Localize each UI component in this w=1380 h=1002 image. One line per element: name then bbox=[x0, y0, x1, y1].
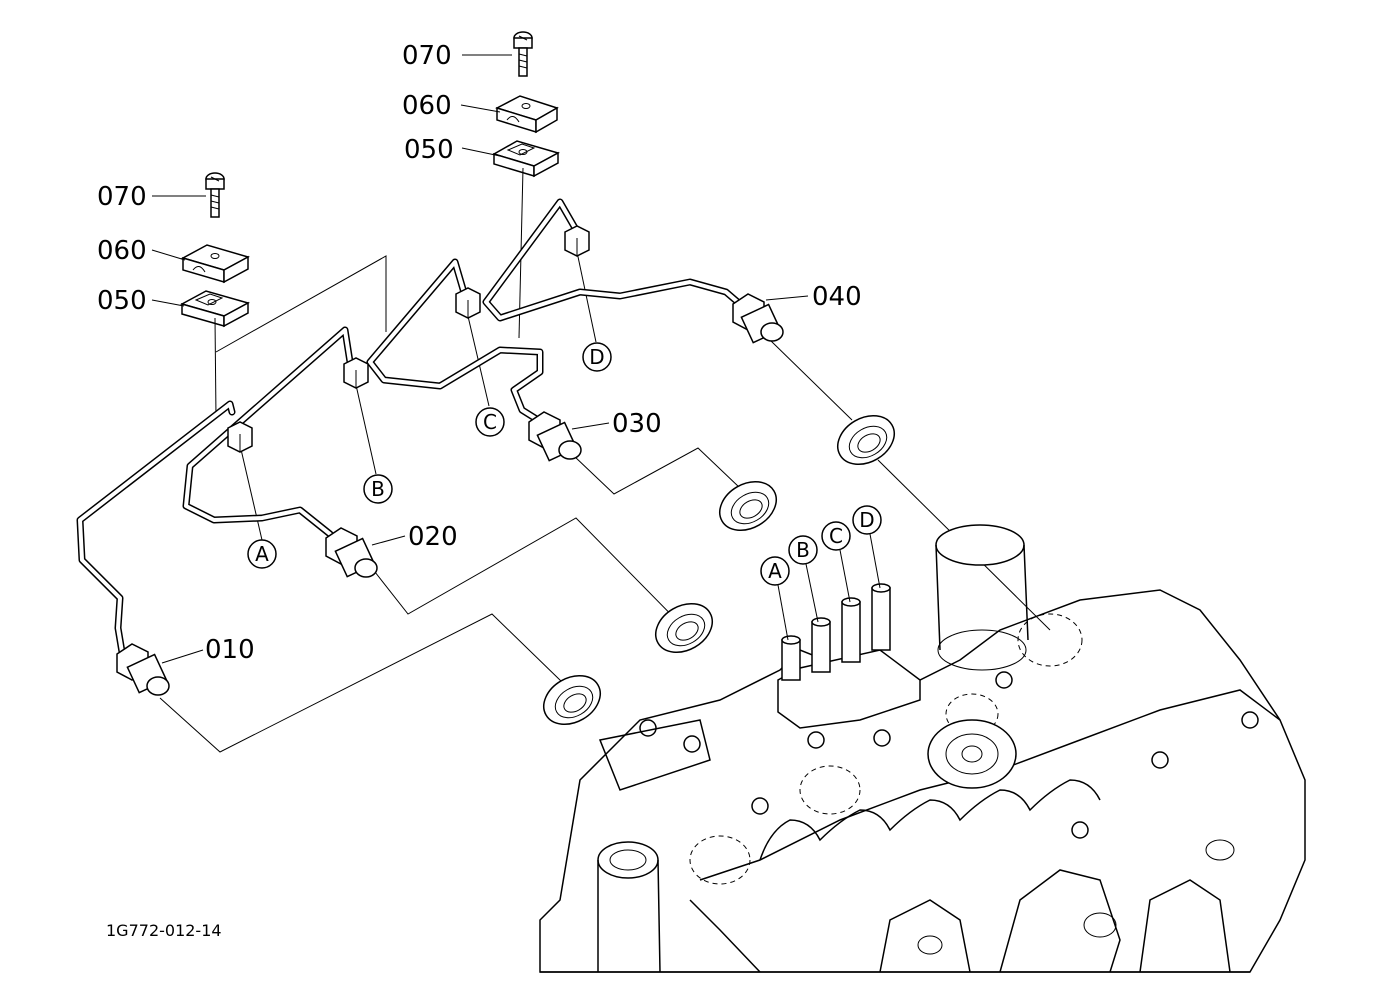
fitting-040 bbox=[732, 293, 784, 344]
label-060-upper: 060 bbox=[402, 91, 452, 121]
nut-a bbox=[227, 421, 253, 453]
washer-2 bbox=[655, 603, 713, 653]
washer-4 bbox=[837, 415, 895, 465]
fitting-010 bbox=[116, 643, 170, 696]
washer-1 bbox=[543, 675, 601, 725]
callout-b-pipe: B bbox=[371, 477, 385, 501]
fitting-030 bbox=[528, 411, 582, 462]
left-clamp-assembly bbox=[180, 172, 250, 419]
label-020: 020 bbox=[408, 522, 458, 552]
clamp-top-060-left bbox=[181, 244, 250, 284]
callout-d-pipe: D bbox=[589, 345, 604, 369]
drawing-code: 1G772-012-14 bbox=[106, 921, 222, 940]
pump-plungers bbox=[781, 583, 891, 681]
clamp-bottom-050-upper bbox=[492, 140, 560, 178]
washer-3 bbox=[719, 481, 777, 531]
label-030: 030 bbox=[612, 409, 662, 439]
screw-070-upper bbox=[513, 31, 533, 77]
letter-callouts: A B C D A B C D bbox=[247, 342, 882, 641]
label-050-left: 050 bbox=[97, 286, 147, 316]
label-070-upper: 070 bbox=[402, 41, 452, 71]
callout-c-engine: C bbox=[829, 524, 843, 548]
fitting-020 bbox=[325, 527, 378, 578]
leader-lines bbox=[151, 54, 1051, 753]
callout-b-engine: B bbox=[796, 538, 810, 562]
callout-c-pipe: C bbox=[483, 410, 497, 434]
engine-block bbox=[539, 524, 1306, 973]
injection-pipes bbox=[76, 198, 744, 656]
callout-d-engine: D bbox=[859, 508, 874, 532]
nut-c bbox=[455, 287, 481, 319]
pump-side-nuts bbox=[227, 225, 590, 453]
label-060-left: 060 bbox=[97, 236, 147, 266]
nut-b bbox=[343, 357, 369, 389]
clamp-bottom-050-left bbox=[180, 290, 250, 328]
clamp-top-060-upper bbox=[495, 95, 559, 134]
label-040: 040 bbox=[812, 282, 862, 312]
label-070-left: 070 bbox=[97, 182, 147, 212]
upper-clamp-assembly bbox=[492, 31, 560, 339]
callout-a-engine: A bbox=[768, 559, 782, 583]
nut-d bbox=[564, 225, 590, 257]
callout-a-pipe: A bbox=[255, 542, 269, 566]
label-010: 010 bbox=[205, 635, 255, 665]
screw-070-left bbox=[205, 172, 225, 218]
injector-fittings bbox=[116, 293, 784, 696]
part-number-labels: 070 060 050 070 060 050 040 030 020 010 bbox=[97, 41, 862, 665]
label-050-upper: 050 bbox=[404, 135, 454, 165]
seal-washers bbox=[543, 415, 895, 725]
